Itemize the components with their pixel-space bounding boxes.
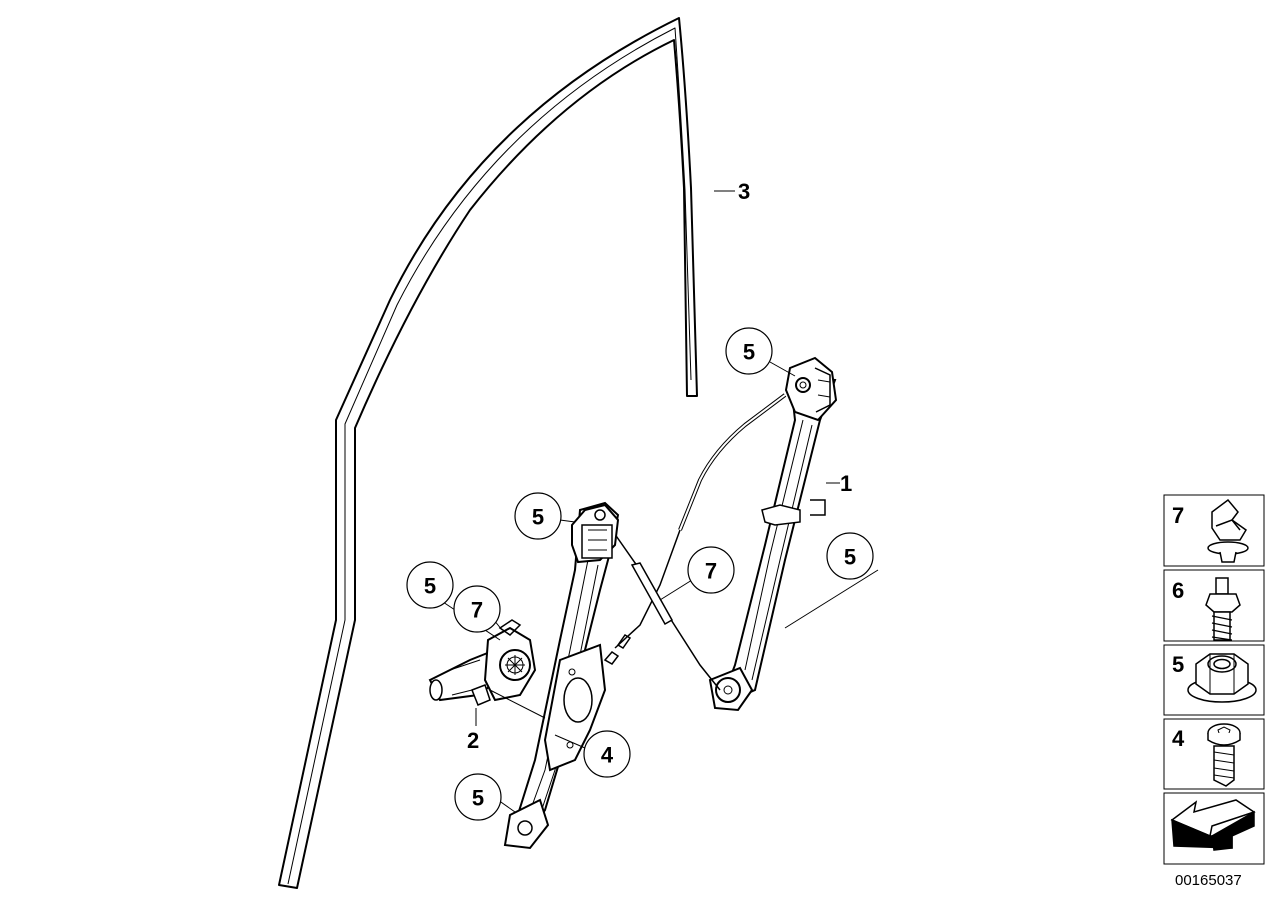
label-window-regulator: 1 [840, 471, 852, 496]
window-motor [428, 619, 537, 706]
leader-lines [439, 190, 879, 813]
legend-item-direction-arrow [1170, 799, 1256, 851]
stud-icon [1205, 577, 1241, 641]
label-window-motor: 2 [467, 728, 479, 753]
callout-nut-bottom: 5 [454, 773, 502, 821]
legend-item-stud: 6 [1172, 577, 1241, 641]
legend-item-hex-flange-nut: 5 [1172, 652, 1257, 703]
legend-number-clip: 7 [1172, 503, 1184, 528]
callout-nut-top-right: 5 [725, 327, 773, 375]
legend-number-torx-screw: 4 [1172, 726, 1185, 751]
callout-nut-top-left: 5 [514, 492, 562, 540]
callout-screw-lower-text: 4 [601, 743, 614, 768]
legend-item-clip: 7 [1172, 498, 1249, 563]
hex-nut-icon [1187, 653, 1257, 703]
callout-nut-top-right-text: 5 [743, 340, 755, 365]
label-window-guide-rail: 3 [738, 179, 750, 204]
callout-clip-center: 7 [687, 546, 735, 594]
clip-icon [1207, 498, 1249, 563]
legend-number-hex-flange-nut: 5 [1172, 652, 1184, 677]
parts-legend [1163, 494, 1265, 865]
callout-clip-center-text: 7 [705, 559, 717, 584]
callout-clip-motor: 7 [453, 585, 501, 633]
callout-clip-motor-text: 7 [471, 598, 483, 623]
legend-number-stud: 6 [1172, 578, 1184, 603]
callout-nut-bottom-text: 5 [472, 786, 484, 811]
legend-item-torx-screw: 4 [1172, 723, 1241, 787]
callout-nut-motor-text: 5 [424, 574, 436, 599]
window-regulator [503, 356, 838, 850]
callout-nut-right-text: 5 [844, 545, 856, 570]
callout-nut-motor: 5 [406, 561, 454, 609]
torx-screw-icon [1207, 723, 1241, 787]
callout-screw-lower: 4 [583, 730, 631, 778]
window-guide-rail [278, 17, 698, 889]
document-number: 00165037 [1175, 872, 1242, 889]
callout-nut-right: 5 [826, 532, 874, 580]
direction-arrow-icon [1170, 799, 1256, 851]
callout-nut-top-left-text: 5 [532, 505, 544, 530]
